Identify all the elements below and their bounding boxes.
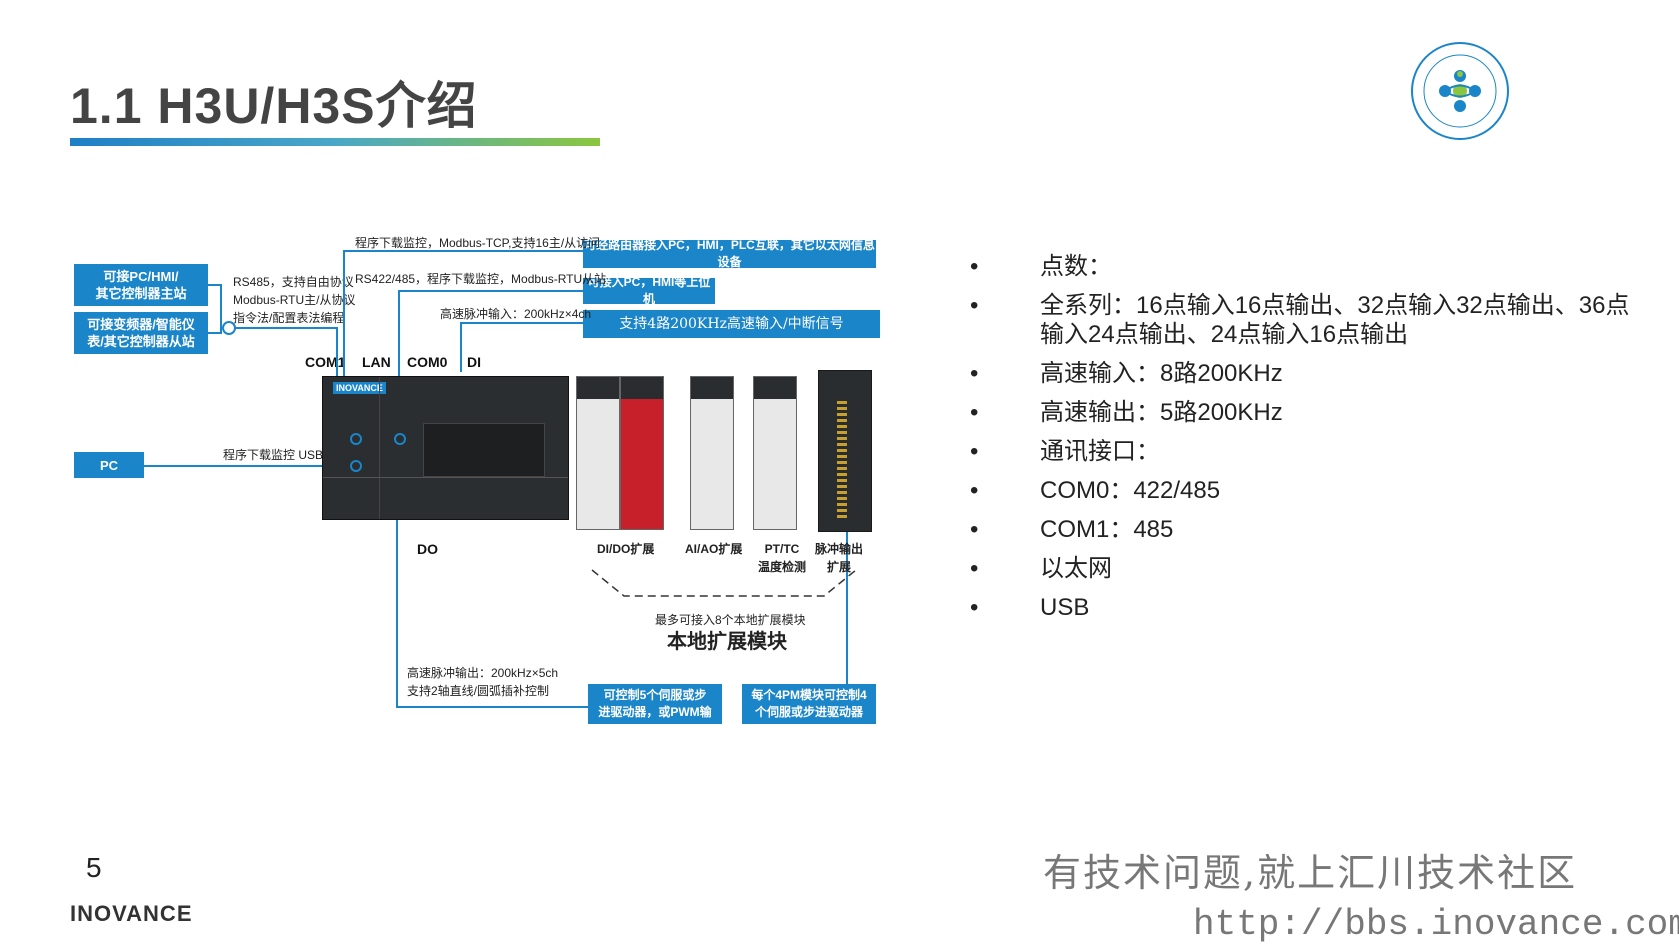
rs485-bus-v — [220, 284, 222, 334]
do-port-label: DO — [417, 541, 438, 557]
com1-line-h — [228, 327, 336, 329]
plc-front-panel — [379, 377, 380, 519]
di-port-label: DI — [467, 354, 481, 370]
di-line-v — [460, 322, 462, 372]
high-speed-input-label: 高速脉冲输入：200kHz×4ch — [440, 307, 592, 321]
pc-box: PC — [74, 452, 144, 478]
rs485-connector-icon — [222, 321, 236, 335]
bullet-item: 高速输出：5路200KHz — [970, 398, 1650, 427]
di-line-h — [460, 322, 583, 324]
bullet-item: 全系列：16点输入16点输出、32点输入32点输出、36点输入24点输出、24点… — [970, 291, 1650, 349]
usb-line — [144, 465, 356, 467]
di-do-expansion-module-1 — [576, 376, 620, 530]
expansion-bracket — [591, 569, 857, 597]
servo-control-box: 可控制5个伺服或步 进驱动器，或PWM输 — [588, 684, 722, 724]
slave-link-h — [208, 332, 220, 334]
forum-watermark-text: 有技术问题,就上汇川技术社区 — [1043, 851, 1578, 895]
bullet-item: COM0：422/485 — [970, 476, 1650, 505]
high-speed-output-label: 高速脉冲输出：200kHz×5ch 支持2轴直线/圆弧插补控制 — [407, 666, 559, 698]
slave-station-box: 可接变频器/智能仪 表/其它控制器从站 — [74, 312, 208, 354]
usb-port-icon-2 — [350, 460, 362, 472]
com1-port-label: COM1 — [305, 354, 346, 370]
4pm-module-box: 每个4PM模块可控制4 个伺服或步进驱动器 — [742, 684, 876, 724]
lan-line-v — [343, 250, 345, 376]
ai-ao-expansion-module — [690, 376, 734, 530]
bullet-item: 以太网 — [970, 554, 1650, 583]
rs422-label: RS422/485，程序下载监控，Modbus-RTU从站 — [355, 272, 607, 286]
lan-line-h — [343, 250, 583, 252]
bullet-item: USB — [970, 593, 1650, 622]
usb-port-icon — [350, 433, 362, 445]
usb-label: 程序下载监控 USB — [223, 448, 324, 462]
plc-display-area — [423, 423, 545, 477]
master-link-h — [208, 284, 220, 286]
plc-main-unit: INOVANCE — [322, 376, 569, 520]
inovance-university-logo — [1409, 40, 1511, 142]
feature-list: 点数： 全系列：16点输入16点输出、32点输入32点输出、36点输入24点输出… — [970, 252, 1650, 632]
di-do-expansion-label: DI/DO扩展 — [597, 542, 655, 556]
forum-watermark-url: http://bbs.inovance.com — [1193, 904, 1679, 945]
rs485-label: RS485，支持自由协议 Modbus-RTU主/从协议 指令法/配置表法编程 — [233, 275, 356, 325]
master-station-box: 可接PC/HMI/ 其它控制器主站 — [74, 264, 208, 306]
pt-tc-label: PT/TC 温度检测 — [758, 542, 807, 574]
pulse-output-module — [818, 370, 872, 532]
do-line-v — [396, 508, 398, 708]
do-line-h — [396, 706, 588, 708]
bullet-item: 通讯接口： — [970, 437, 1650, 466]
bullet-item: 点数： — [970, 252, 1650, 281]
com0-port-icon — [394, 433, 406, 445]
title-underline — [70, 138, 600, 146]
high-speed-input-box: 支持4路200KHz高速输入/中断信号 — [583, 310, 880, 338]
com0-line-h — [398, 290, 583, 292]
page-number: 5 — [86, 852, 102, 883]
pt-tc-expansion-module — [753, 376, 797, 530]
expansion-max-label: 最多可接入8个本地扩展模块 — [655, 613, 806, 627]
inovance-brand-logo: INOVANCE — [70, 901, 193, 926]
bullet-item: COM1：485 — [970, 515, 1650, 544]
plc-terminal-strip — [323, 477, 568, 478]
com0-line-v — [398, 290, 400, 436]
bullet-item: 高速输入：8路200KHz — [970, 359, 1650, 388]
expansion-title-label: 本地扩展模块 — [667, 631, 787, 653]
lan-label: 程序下载监控，Modbus-TCP,支持16主/从访问 — [355, 236, 601, 250]
lan-port-label: LAN — [362, 354, 391, 370]
pulse-line-v — [846, 478, 848, 684]
page-title: 1.1 H3U/H3S介绍 — [70, 78, 478, 134]
pulse-expansion-label: 脉冲输出 扩展 — [815, 542, 864, 574]
ai-ao-expansion-label: AI/AO扩展 — [685, 542, 743, 556]
plc-brand-label: INOVANCE — [333, 382, 386, 394]
router-box: 可经路由器接入PC，HMI，PLC互联，其它以太网信息设备 — [583, 238, 876, 269]
di-do-expansion-module-2 — [620, 376, 664, 530]
com0-port-label: COM0 — [407, 354, 448, 370]
upper-computer-box: 可接入PC，HMI等上位机 — [583, 275, 715, 306]
